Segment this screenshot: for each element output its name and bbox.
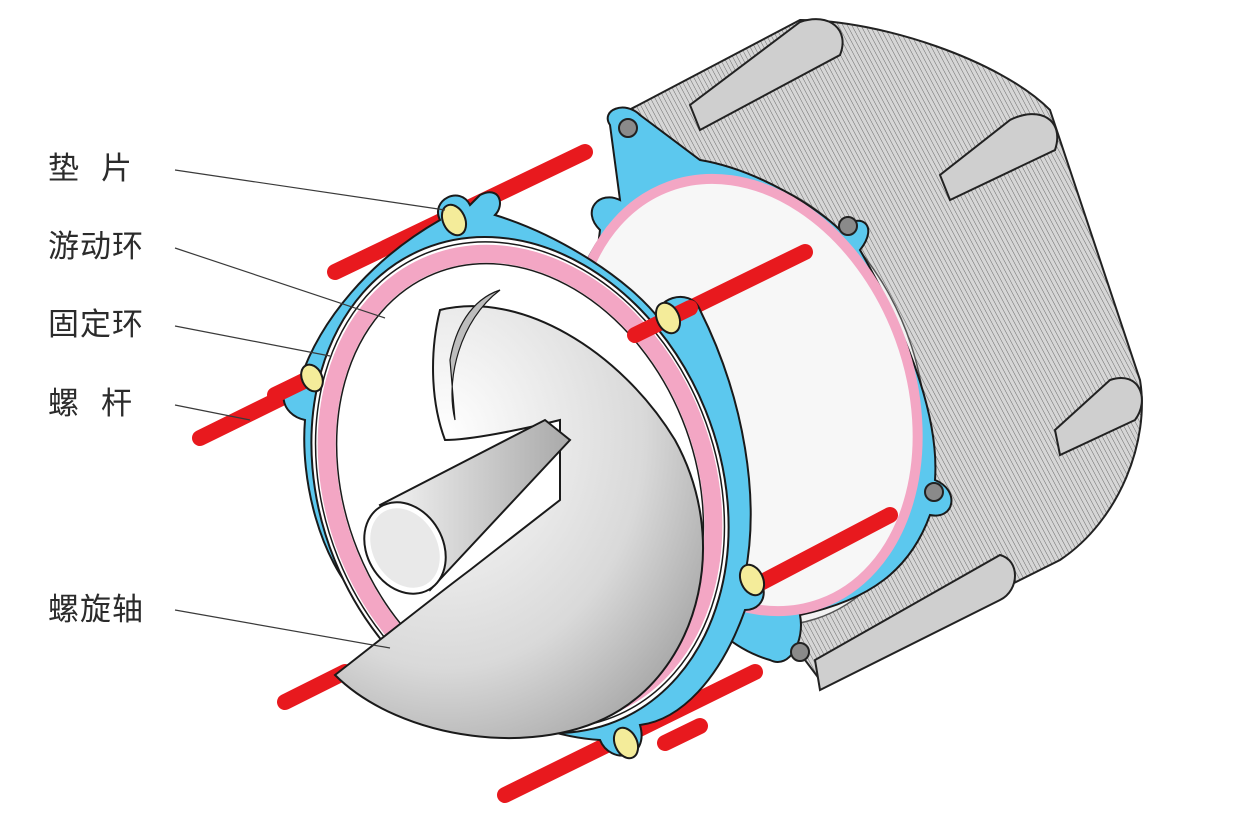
spiral-shaft (333, 289, 704, 740)
label-bolt: 螺杆 (48, 386, 154, 422)
leader-spiral-shaft (174, 609, 391, 649)
gasket-5 (612, 726, 640, 760)
label-floating-ring: 游动环 (48, 229, 144, 265)
gasket-2 (654, 301, 682, 335)
label-spiral-shaft: 螺旋轴 (48, 592, 144, 628)
bolt-5 (277, 664, 353, 710)
gasket-1 (440, 203, 468, 237)
leader-floating-ring (174, 247, 386, 319)
gasket-4 (738, 563, 766, 597)
leader-bolt (174, 404, 251, 421)
label-gasket: 垫片 (48, 151, 154, 187)
leader-lines (174, 169, 446, 649)
label-fixed-ring: 固定环 (48, 307, 144, 343)
leader-gasket (174, 169, 446, 211)
gaskets (300, 203, 766, 760)
gasket-3 (300, 363, 324, 393)
leader-fixed-ring (174, 325, 331, 357)
